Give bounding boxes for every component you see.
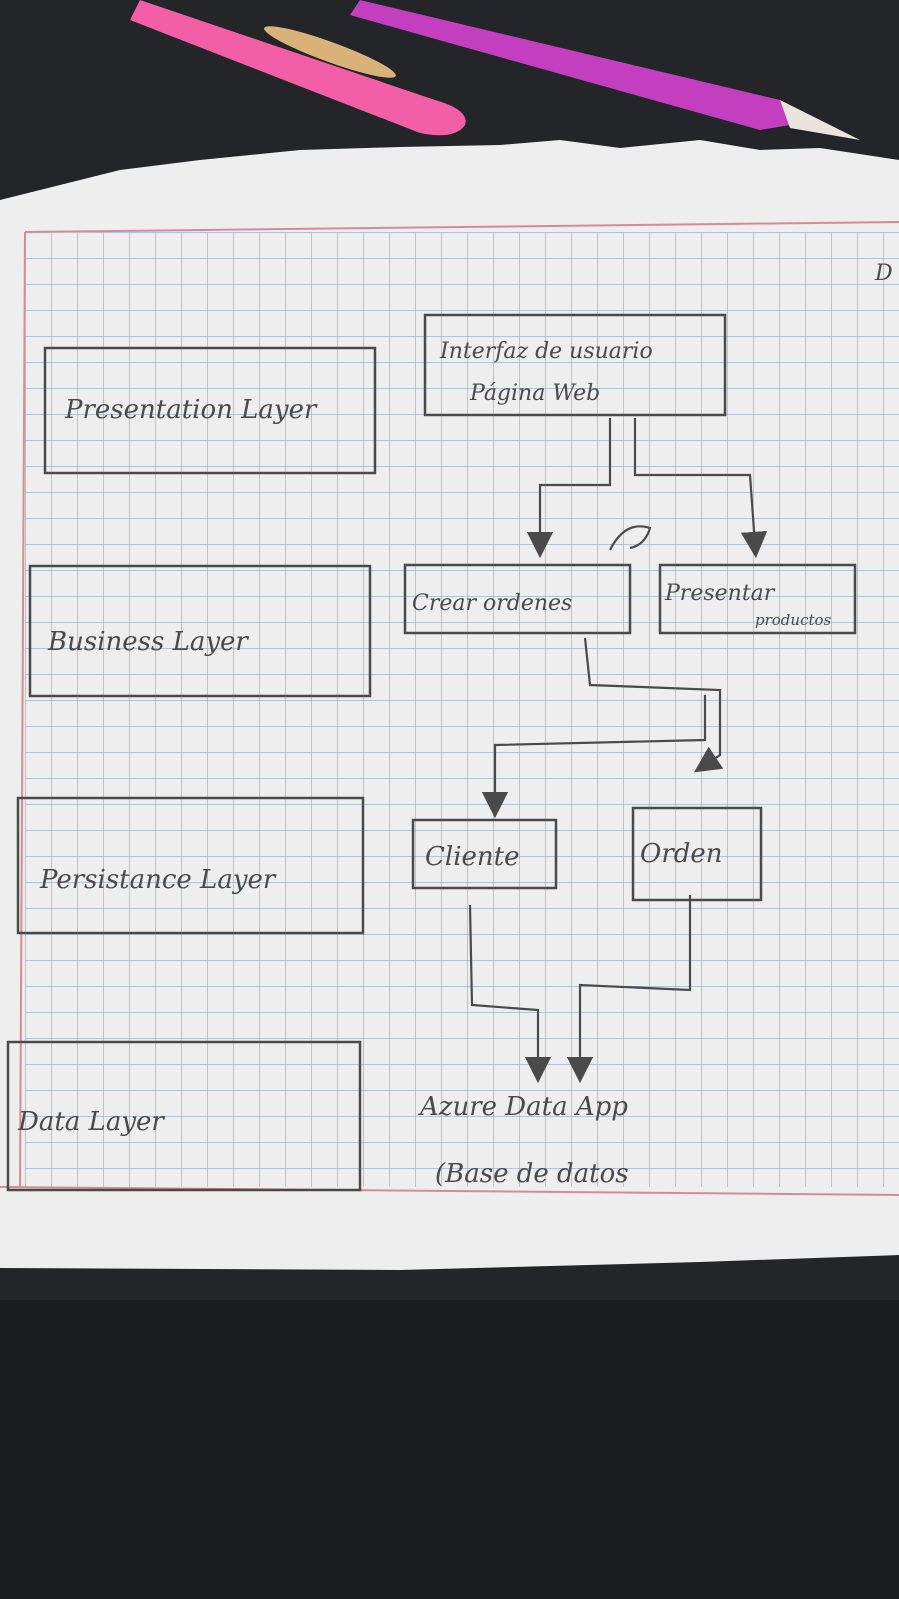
node-crear-ordenes-label: Crear ordenes xyxy=(412,591,572,616)
layer-data: Data Layer xyxy=(6,1040,362,1192)
mechanical-pen xyxy=(350,0,860,140)
layer-business: Business Layer xyxy=(28,564,372,698)
node-ui: Interfaz de usuario Página Web xyxy=(423,313,727,417)
table-bottom-shadow xyxy=(0,1300,899,1599)
arrow-presentar-to-cliente xyxy=(481,695,707,819)
node-orden-label: Orden xyxy=(640,839,723,869)
layer-persistence-label: Persistance Layer xyxy=(39,865,277,895)
layer-persistence: Persistance Layer xyxy=(16,796,365,935)
arrow-ui-to-crear xyxy=(526,418,612,559)
node-azure-line2: (Base de datos xyxy=(435,1159,629,1189)
arrow-orden-to-azure xyxy=(566,895,692,1084)
node-presentar-productos: Presentar productos xyxy=(658,563,857,635)
layer-presentation: Presentation Layer xyxy=(43,346,377,475)
node-azure-db: Azure Data App (Base de datos xyxy=(418,1092,629,1189)
node-cliente: Cliente xyxy=(411,818,558,890)
layer-presentation-label: Presentation Layer xyxy=(64,395,318,425)
margin-line-left xyxy=(19,231,26,1188)
node-cliente-label: Cliente xyxy=(425,842,520,872)
node-ui-line1: Interfaz de usuario xyxy=(439,339,653,364)
node-azure-line1: Azure Data App xyxy=(418,1092,628,1122)
node-presentar-line2: productos xyxy=(755,611,832,629)
layer-business-label: Business Layer xyxy=(47,627,249,657)
highlighter-pen xyxy=(130,0,466,136)
grid-area xyxy=(25,232,899,1187)
node-presentar-line1: Presentar xyxy=(664,581,776,606)
node-ui-line2: Página Web xyxy=(469,381,600,406)
node-orden: Orden xyxy=(631,806,763,902)
arrow-ui-to-presentar xyxy=(633,418,768,559)
connectors xyxy=(468,418,768,1084)
arrow-crear-to-orden xyxy=(583,637,724,773)
layer-data-label: Data Layer xyxy=(17,1107,165,1137)
node-crear-ordenes: Crear ordenes xyxy=(403,563,632,635)
self-loop-mark xyxy=(609,525,652,551)
edge-note: D xyxy=(874,261,893,286)
arrow-cliente-to-azure xyxy=(468,904,552,1084)
margin-line-bottom xyxy=(0,1186,899,1196)
margin-line-top xyxy=(24,221,899,233)
